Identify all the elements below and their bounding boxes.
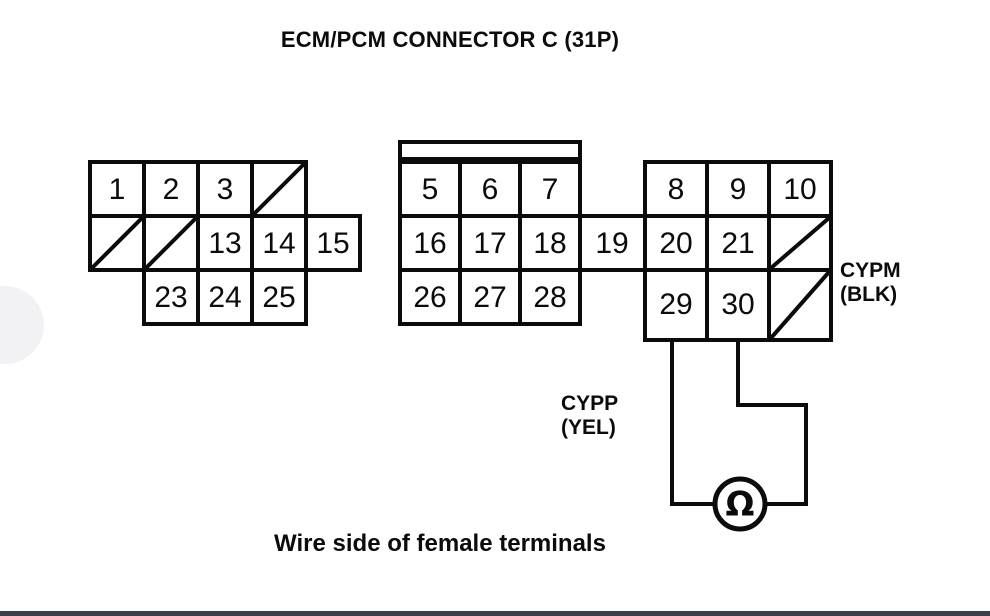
pin-label-28: 28	[533, 281, 566, 314]
test-lead-wiring: Ω	[670, 340, 808, 532]
pin-label-7: 7	[542, 173, 559, 206]
wire-label-cypp: CYPP(YEL)	[561, 392, 619, 440]
pin-label-2: 2	[163, 173, 180, 206]
pin-cell-20	[643, 214, 709, 272]
pin-label-25: 25	[262, 281, 295, 314]
pin-label-19: 19	[595, 227, 628, 260]
pin-label-1: 1	[109, 173, 126, 206]
pin-cell-25	[250, 268, 308, 326]
diagram-caption: Wire side of female terminals	[274, 530, 606, 557]
locking-tab	[398, 140, 582, 161]
pin-cell-28	[518, 268, 582, 326]
pin-label-5: 5	[422, 173, 439, 206]
ohmmeter-symbol: Ω	[726, 485, 755, 525]
pin-cell-23	[142, 268, 200, 326]
wire-cypm-lead	[736, 340, 808, 506]
pin-label-18: 18	[533, 227, 566, 260]
pin-label-17: 17	[473, 227, 506, 260]
blank-diagonal-r2c2	[144, 216, 198, 270]
wire-label-cypm: CYPM(BLK)	[840, 259, 901, 307]
pin-cell-15	[304, 214, 362, 272]
connector-block-left: 1 2 3 13 14 15 23 24 25	[88, 160, 362, 326]
pin-cell-24	[196, 268, 254, 326]
page-title: ECM/PCM CONNECTOR C (31P)	[280, 27, 620, 52]
connector-block-middle: 5 6 7 16 17 18 19 26 27 28	[398, 140, 647, 326]
pin-label-20: 20	[659, 227, 692, 260]
bottom-bar	[0, 611, 990, 616]
wire-cypp-lead	[670, 340, 715, 506]
pin-label-13: 13	[208, 227, 241, 260]
blank-diagonal-r1c4	[252, 162, 306, 216]
pin-cell-7	[518, 160, 582, 218]
pin-cell-5	[398, 160, 462, 218]
pin-label-26: 26	[413, 281, 446, 314]
ohmmeter-icon	[712, 476, 768, 532]
pin-label-3: 3	[217, 173, 234, 206]
pin-label-30: 30	[721, 288, 754, 321]
pin-label-23: 23	[154, 281, 187, 314]
pin-label-21: 21	[721, 227, 754, 260]
pin-label-15: 15	[316, 227, 349, 260]
pin-label-16: 16	[413, 227, 446, 260]
connector-block-right: 8 9 10 20 21 29 30	[643, 160, 833, 342]
pin-label-24: 24	[208, 281, 241, 314]
pin-label-6: 6	[482, 173, 499, 206]
pin-label-10: 10	[783, 173, 816, 206]
pin-label-27: 27	[473, 281, 506, 314]
blank-diagonal-r2c1	[90, 216, 144, 270]
blank-diagonal-r2c3-right	[769, 216, 831, 270]
pin-label-9: 9	[730, 173, 747, 206]
blank-diagonal-r3c3-right	[769, 270, 831, 340]
pin-cell-18	[518, 214, 582, 272]
pin-label-29: 29	[659, 288, 692, 321]
pin-label-8: 8	[668, 173, 685, 206]
pin-label-14: 14	[262, 227, 295, 260]
